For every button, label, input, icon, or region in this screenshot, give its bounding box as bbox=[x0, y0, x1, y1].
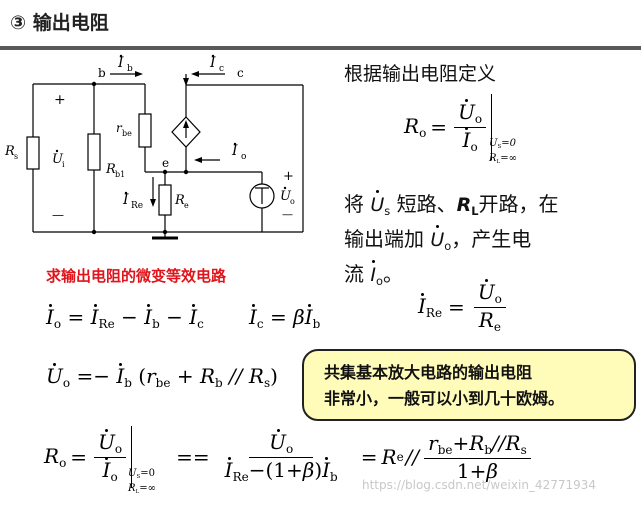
uo-sub: o bbox=[290, 197, 295, 206]
watermark: https://blog.csdn.net/weixin_42771934 bbox=[362, 478, 597, 492]
equation-ire: IRe = Uo Re bbox=[418, 279, 509, 334]
equivalent-circuit-diagram: b c e I b I c I o I Re R s + U i — R b1 … bbox=[4, 54, 304, 240]
uo-minus: — bbox=[282, 208, 293, 221]
rs-sub: s bbox=[14, 152, 18, 161]
node-e-label: e bbox=[162, 156, 169, 170]
callout-line-2: 非常小，一般可以小到几十欧姆。 bbox=[324, 389, 565, 408]
uo-plus: + bbox=[283, 169, 294, 184]
re-sub: e bbox=[184, 201, 189, 210]
rbe-label: r bbox=[116, 121, 123, 135]
result-conditions: US=0 RL=∞ bbox=[128, 468, 156, 495]
io-sub: o bbox=[241, 152, 246, 162]
ic-label: I bbox=[209, 55, 216, 71]
title-divider bbox=[0, 46, 641, 50]
ui-label: U bbox=[52, 152, 64, 167]
ib-sub: b bbox=[127, 64, 133, 74]
ic-sub: c bbox=[219, 64, 224, 74]
section-heading-red: 求输出电阻的微变等效电路 bbox=[46, 267, 227, 285]
conclusion-callout: 共集基本放大电路的输出电阻 非常小，一般可以小到几十欧姆。 bbox=[302, 349, 636, 421]
ire-sub: Re bbox=[131, 201, 143, 211]
node-c-label: c bbox=[237, 66, 244, 80]
uo-label: U bbox=[280, 189, 292, 204]
ib-label: I bbox=[117, 55, 124, 71]
equation-io: Io = IRe − Ib − Ic bbox=[46, 304, 204, 332]
definition-conditions: US=0 RL=∞ bbox=[489, 138, 517, 165]
ui-sub: i bbox=[62, 160, 65, 169]
io-label: I bbox=[231, 143, 238, 159]
node-b-label: b bbox=[98, 66, 106, 80]
ire-label: I bbox=[122, 192, 129, 208]
rbe-sub: be bbox=[122, 129, 132, 138]
equation-ic: Ic = βIb bbox=[249, 304, 321, 332]
rb1-label: R bbox=[105, 162, 116, 177]
rs-label: R bbox=[4, 144, 15, 159]
rb1-sub: b1 bbox=[115, 170, 125, 179]
definition-formula: Ro = Uo Io bbox=[404, 94, 493, 160]
re-label: R bbox=[174, 193, 185, 208]
ui-plus: + bbox=[54, 92, 66, 108]
page-title: ③ 输出电阻 bbox=[10, 12, 109, 34]
instruction-text: 将 Us 短路、RL开路，在 输出端加 Uo，产生电 流 Io。 bbox=[344, 190, 559, 288]
ui-minus: — bbox=[52, 208, 64, 222]
callout-line-1: 共集基本放大电路的输出电阻 bbox=[324, 363, 533, 382]
equation-uo: Uo =− Ib (rbe + Rb // Rs) bbox=[46, 363, 278, 391]
definition-heading: 根据输出电阻定义 bbox=[344, 63, 497, 85]
